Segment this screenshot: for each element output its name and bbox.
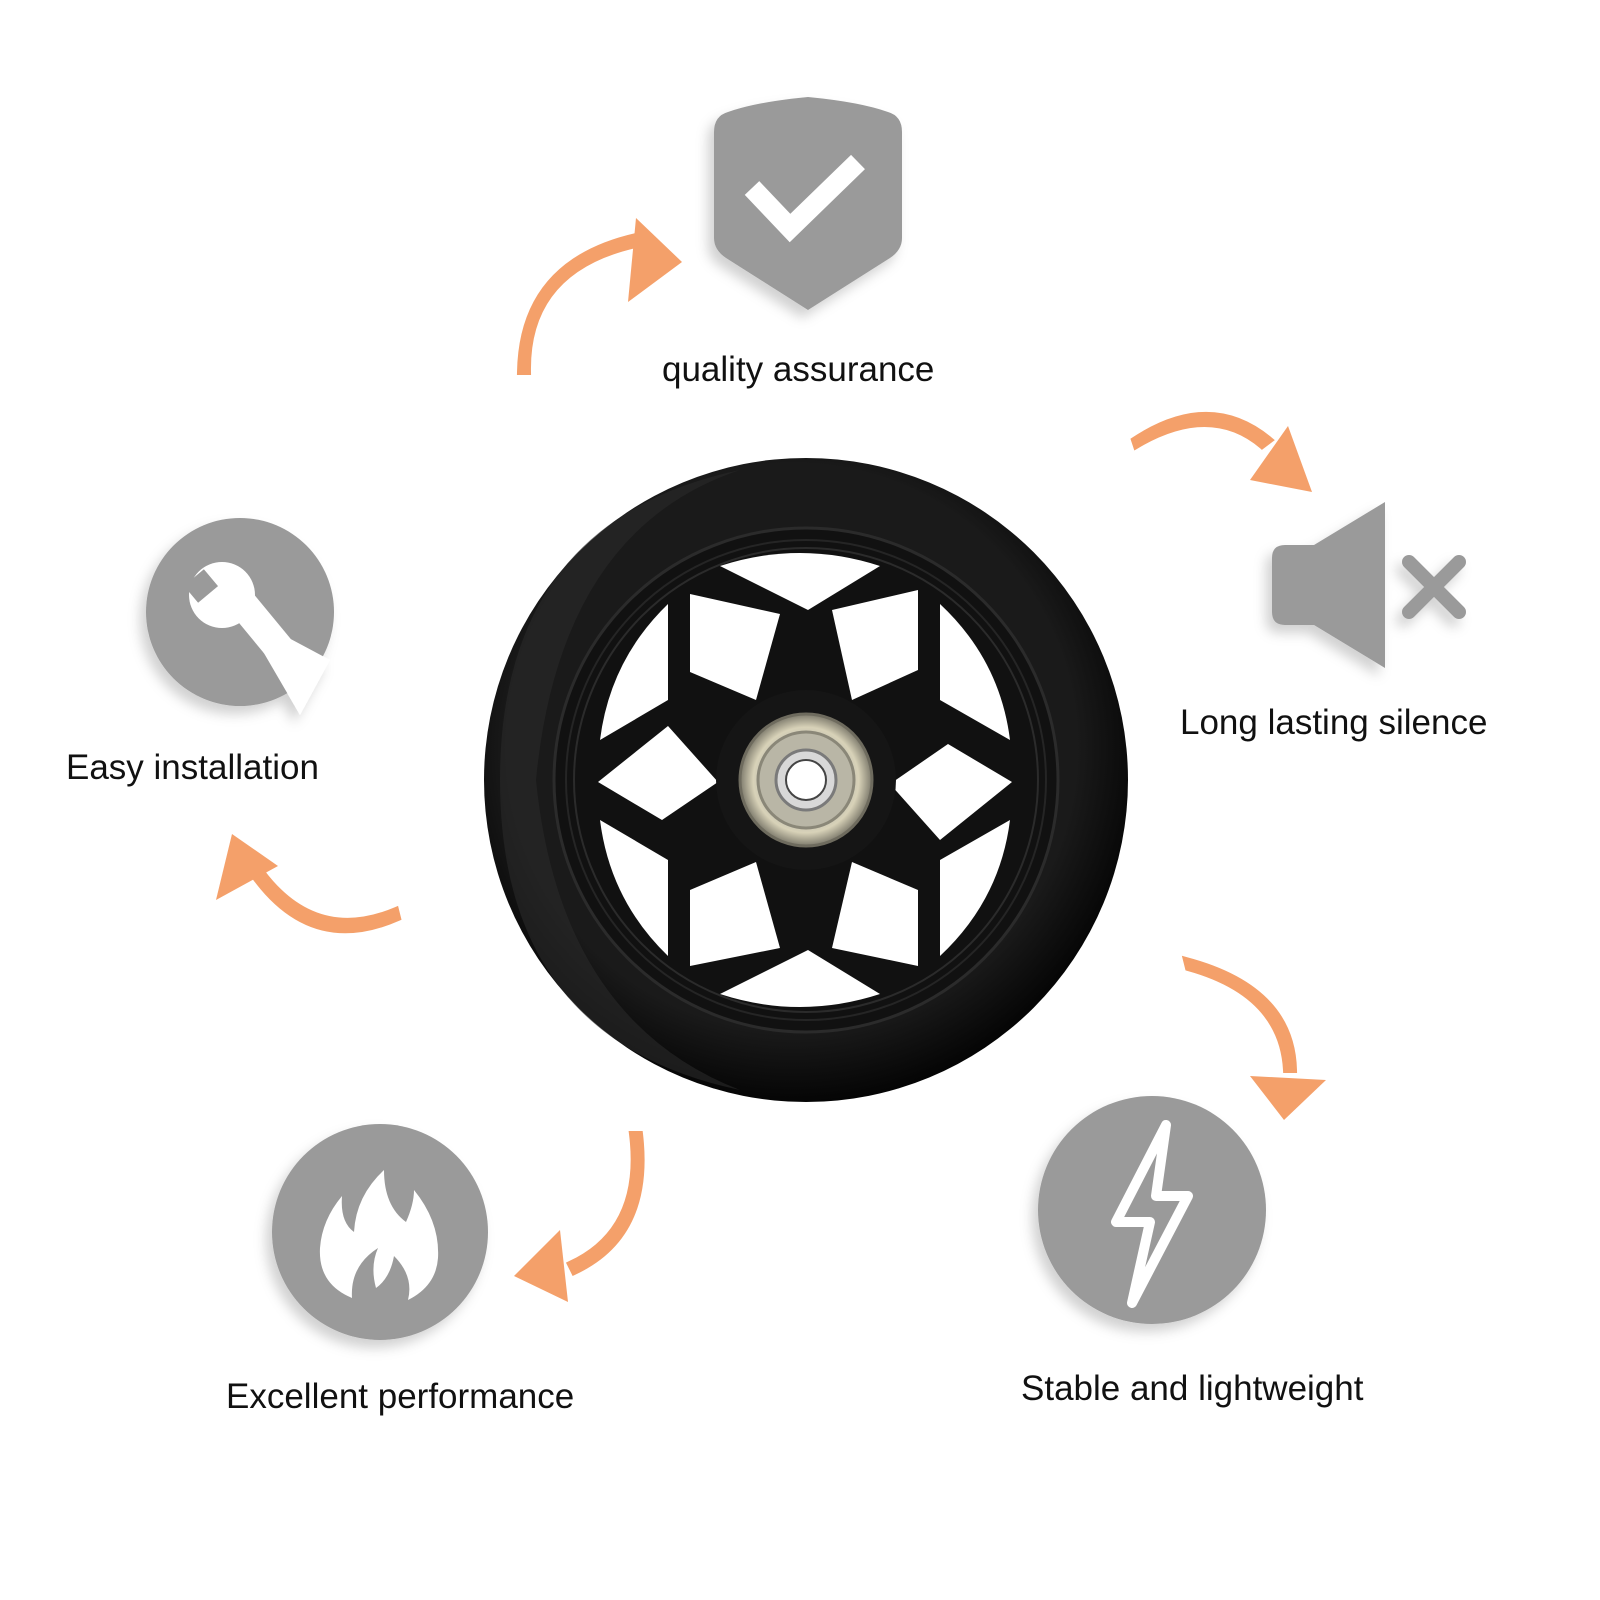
scooter-wheel [484, 458, 1128, 1102]
shield-check-icon [714, 97, 902, 310]
arrow-icon [216, 834, 402, 934]
arrow-icon [1181, 955, 1326, 1120]
arrow-icon [1130, 412, 1312, 492]
speaker-mute-icon [1272, 502, 1466, 668]
lightning-icon [1038, 1096, 1266, 1324]
wrench-icon [146, 518, 334, 715]
feature-label-installation: Easy installation [66, 748, 319, 787]
feature-label-stable: Stable and lightweight [1021, 1369, 1364, 1408]
feature-label-performance: Excellent performance [226, 1377, 575, 1416]
feature-label-silence: Long lasting silence [1180, 703, 1488, 742]
feature-label-quality: quality assurance [662, 350, 935, 389]
arrow-icon [514, 1131, 645, 1302]
cycle-arrows [216, 218, 1326, 1302]
flame-icon [272, 1124, 488, 1340]
arrow-icon [516, 218, 682, 375]
